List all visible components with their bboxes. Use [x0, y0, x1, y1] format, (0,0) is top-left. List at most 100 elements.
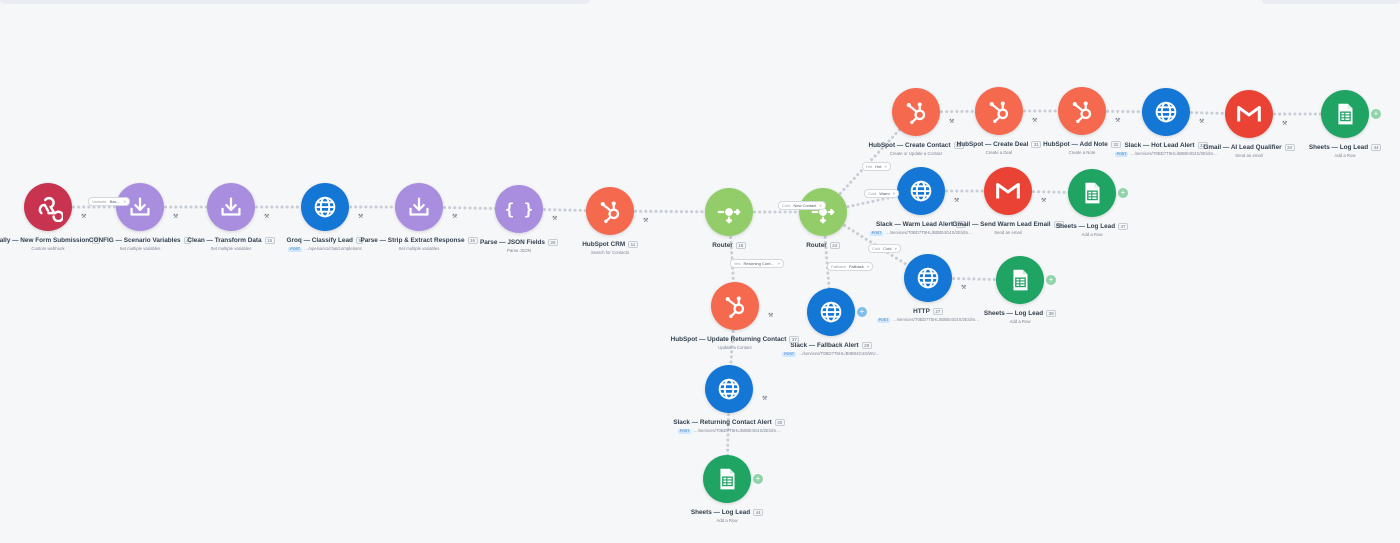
- tools-icon[interactable]: [116, 183, 164, 231]
- gmail-icon[interactable]: [984, 167, 1032, 215]
- sheets-icon[interactable]: [1068, 169, 1116, 217]
- top-toolbar-left: [0, 0, 590, 4]
- globe-icon[interactable]: [904, 254, 952, 302]
- router-icon[interactable]: [705, 188, 753, 236]
- tools-icon[interactable]: [395, 183, 443, 231]
- hubspot-icon[interactable]: [975, 87, 1023, 135]
- wrench-icon[interactable]: ⚒: [452, 214, 458, 220]
- wrench-icon[interactable]: ⚒: [1115, 118, 1121, 124]
- wrench-icon[interactable]: ⚒: [961, 285, 967, 291]
- filter-label: Fallback: [848, 264, 864, 269]
- chevron-down-icon: ˅: [894, 246, 897, 251]
- hubspot-icon[interactable]: [1058, 87, 1106, 135]
- wrench-icon[interactable]: ⚒: [1199, 119, 1205, 125]
- wrench-icon[interactable]: ⚒: [81, 214, 87, 220]
- hubspot-icon[interactable]: [892, 88, 940, 136]
- globe-icon[interactable]: [1142, 88, 1190, 136]
- wrench-icon[interactable]: ⚒: [264, 214, 270, 220]
- json-icon[interactable]: { }: [495, 185, 543, 233]
- method-badge: POST: [1114, 151, 1129, 157]
- module-number: 36: [1053, 221, 1064, 228]
- wrench-icon[interactable]: ⚒: [768, 313, 774, 319]
- module-subtitle: Set multiple variables: [398, 246, 440, 252]
- filter-label: Hot: [875, 164, 882, 169]
- wrench-icon[interactable]: ⚒: [1041, 198, 1047, 204]
- gmail-icon[interactable]: [1225, 90, 1273, 138]
- module-title: Slack — Warm Lead Alert: [876, 221, 953, 229]
- wrench-icon[interactable]: ⚒: [358, 214, 364, 220]
- chevron-down-icon: ˅: [123, 199, 126, 204]
- add-module-button[interactable]: +: [1046, 275, 1056, 285]
- tools-icon[interactable]: [207, 183, 255, 231]
- module-number: 18: [735, 242, 746, 249]
- module-title: Clean — Transform Data: [187, 237, 262, 245]
- globe-icon[interactable]: [705, 365, 753, 413]
- wrench-icon[interactable]: ⚒: [1282, 121, 1288, 127]
- add-module-button[interactable]: +: [857, 307, 867, 317]
- sheets-icon[interactable]: [1321, 90, 1369, 138]
- wrench-icon[interactable]: ⚒: [954, 198, 960, 204]
- globe-icon[interactable]: [807, 288, 855, 336]
- add-module-button[interactable]: +: [1118, 188, 1128, 198]
- sheets-icon[interactable]: [703, 455, 751, 503]
- sheets-icon[interactable]: [996, 256, 1044, 304]
- module-subtitle: …/services/T0BD7T5HL/B0B04G4S/2E/dm…: [885, 230, 973, 236]
- add-module-button[interactable]: +: [1371, 109, 1381, 119]
- hubspot-icon[interactable]: [711, 282, 759, 330]
- wrench-icon[interactable]: ⚒: [643, 218, 649, 224]
- module-title: HubSpot — Create Contact: [868, 142, 951, 150]
- filter-label: Returning Cont…: [743, 261, 775, 266]
- module-title: HubSpot — Update Returning Contact: [670, 336, 787, 344]
- globe-icon[interactable]: [301, 183, 349, 231]
- module-title: Sheets — Log Lead: [983, 310, 1044, 318]
- add-module-button[interactable]: +: [753, 474, 763, 484]
- hubspot-icon[interactable]: [586, 187, 634, 235]
- wrench-icon[interactable]: ⚒: [552, 216, 558, 222]
- wrench-icon[interactable]: ⚒: [762, 396, 768, 402]
- module-title: Slack — Hot Lead Alert: [1124, 142, 1195, 150]
- module-subtitle: Custom webhook: [31, 246, 65, 252]
- wrench-icon[interactable]: ⚒: [173, 214, 179, 220]
- method-badge: POST: [876, 317, 891, 323]
- router-icon[interactable]: [799, 188, 847, 236]
- wrench-icon[interactable]: ⚒: [1032, 118, 1038, 124]
- globe-icon[interactable]: [897, 167, 945, 215]
- module-number: 37: [789, 336, 800, 343]
- wrench-icon[interactable]: ⚒: [949, 119, 955, 125]
- module-number: 27: [932, 308, 943, 315]
- webhook-icon[interactable]: [24, 183, 72, 231]
- module-subtitle: Set multiple variables: [210, 246, 252, 252]
